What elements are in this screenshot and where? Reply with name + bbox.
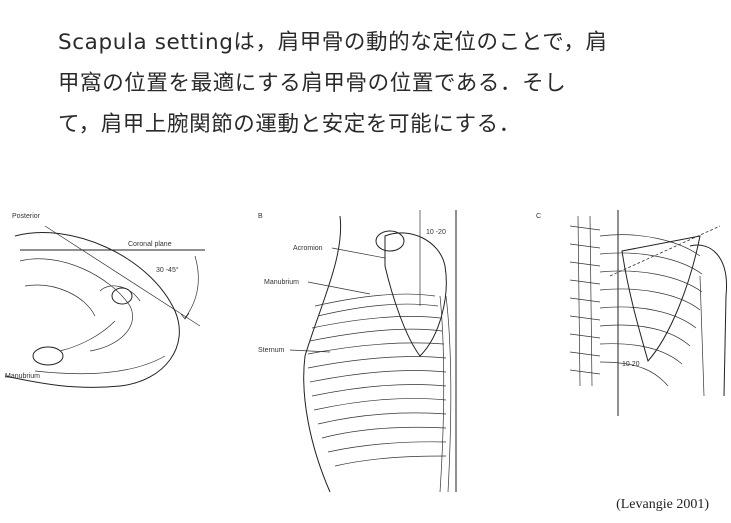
- description-paragraph: Scapula settingは，肩甲骨の動的な定位のことで，肩 甲窩の位置を最…: [58, 22, 698, 145]
- panel-b-humeral-head: [375, 230, 405, 252]
- panel-b-letter: B: [258, 213, 263, 220]
- panel-b-scapula: [384, 232, 447, 357]
- panel-c-spine: [569, 215, 601, 387]
- citation: (Levangie 2001): [616, 497, 709, 512]
- angle-arrow: [184, 255, 199, 319]
- humeral-head-shape: [111, 287, 133, 305]
- panel-b-body-outline: [303, 215, 342, 493]
- scapula-figure: Posterior Coronal plane 30 -45° Manubriu…: [4, 210, 728, 493]
- panel-a-manubrium-label: Manubrium: [5, 373, 40, 380]
- panel-b-manubrium-label: Manubrium: [264, 279, 299, 286]
- panel-a-coronal-plane-label: Coronal plane: [128, 241, 172, 248]
- paragraph-line-3: て，肩甲上腕関節の運動と安定を可能にする．: [58, 112, 521, 137]
- panel-c-arm-outline: [689, 244, 728, 397]
- panel-b-ribs: [307, 293, 447, 467]
- panel-a-angle-label: 30 -45°: [156, 266, 179, 274]
- panel-b: B 10 -20 Acromion Manubrium Sternum: [258, 210, 457, 493]
- panel-c: C 10 20: [536, 210, 728, 416]
- panel-c-ribs: [599, 234, 703, 387]
- panel-a: Posterior Coronal plane 30 -45° Manubriu…: [4, 213, 205, 388]
- panel-a-posterior-label: Posterior: [12, 213, 41, 220]
- scapular-plane-line: [44, 225, 201, 327]
- panel-b-angle-label: 10 -20: [426, 229, 446, 236]
- panel-b-sternum-label: Sternum: [258, 347, 285, 354]
- manubrium-shape: [32, 346, 64, 366]
- panel-c-scapula: [621, 235, 701, 363]
- panel-b-acromion-label: Acromion: [293, 245, 323, 252]
- panel-c-letter: C: [536, 213, 541, 220]
- paragraph-line-1: Scapula settingは，肩甲骨の動的な定位のことで，肩: [58, 30, 608, 55]
- paragraph-line-2: 甲窩の位置を最適にする肩甲骨の位置である．そし: [58, 71, 567, 96]
- thorax-outline: [4, 232, 180, 388]
